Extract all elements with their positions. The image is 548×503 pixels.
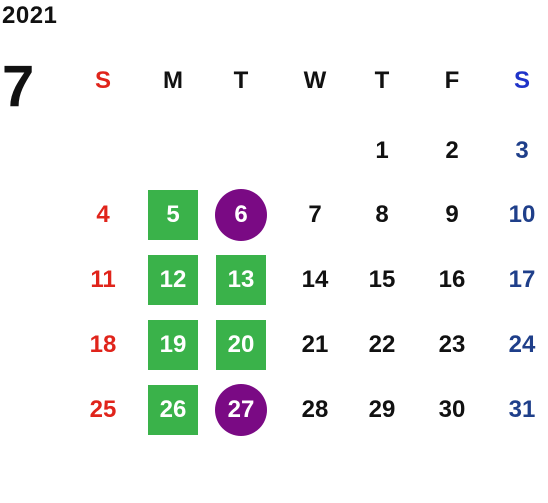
day-30[interactable]: 30 [438, 396, 466, 423]
day-6[interactable]: 6 [211, 189, 271, 241]
day-23[interactable]: 23 [438, 331, 466, 358]
day-11[interactable]: 11 [90, 266, 116, 293]
day-14[interactable]: 14 [301, 266, 329, 293]
day-21[interactable]: 21 [301, 331, 329, 358]
day-16[interactable]: 16 [438, 266, 466, 293]
weekday-header-thu: T [374, 67, 390, 94]
weekday-header-fri: F [444, 67, 460, 94]
weekday-header-wed: W [303, 67, 327, 94]
day-27[interactable]: 27 [211, 384, 271, 436]
year-label: 2021 [2, 2, 58, 29]
weekday-header-sat: S [513, 67, 530, 94]
day-15[interactable]: 15 [368, 266, 396, 293]
day-8[interactable]: 8 [375, 201, 389, 228]
day-28[interactable]: 28 [301, 396, 329, 423]
day-19[interactable]: 19 [143, 319, 203, 371]
day-17[interactable]: 17 [508, 266, 536, 293]
day-1[interactable]: 1 [375, 137, 389, 164]
day-25[interactable]: 25 [89, 396, 117, 423]
day-2[interactable]: 2 [445, 137, 459, 164]
day-5[interactable]: 5 [143, 189, 203, 241]
day-7[interactable]: 7 [308, 201, 322, 228]
day-20[interactable]: 20 [211, 319, 271, 371]
day-31[interactable]: 31 [508, 396, 536, 423]
day-13[interactable]: 13 [211, 254, 271, 306]
day-4[interactable]: 4 [96, 201, 110, 228]
day-3[interactable]: 3 [515, 137, 529, 164]
day-12[interactable]: 12 [143, 254, 203, 306]
weekday-header-mon: M [163, 67, 183, 94]
day-26[interactable]: 26 [143, 384, 203, 436]
weekday-header-tue: T [233, 67, 249, 94]
day-10[interactable]: 10 [508, 201, 536, 228]
day-18[interactable]: 18 [89, 331, 117, 358]
month-label: 7 [2, 54, 35, 119]
day-9[interactable]: 9 [445, 201, 459, 228]
day-22[interactable]: 22 [368, 331, 396, 358]
day-24[interactable]: 24 [508, 331, 536, 358]
day-29[interactable]: 29 [368, 396, 396, 423]
weekday-header-sun: S [94, 67, 111, 94]
